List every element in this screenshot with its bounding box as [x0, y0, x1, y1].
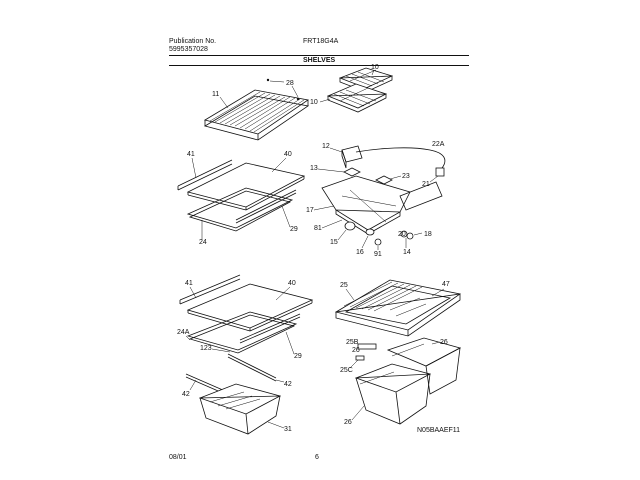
glass-shelf-upper — [177, 159, 306, 232]
callout-23: 23 — [402, 173, 410, 180]
callout-20: 20 — [398, 231, 406, 238]
callout-40-upper: 40 — [284, 151, 292, 158]
crisper-drawer-back — [386, 337, 462, 395]
callout-29-upper: 29 — [290, 226, 298, 233]
crisper-drawer-front — [354, 363, 432, 425]
diagram-code: N05BAAEF11 — [417, 427, 461, 434]
callout-15: 15 — [330, 239, 338, 246]
header-rule-top — [169, 55, 469, 56]
callout-24-upper: 24 — [199, 239, 207, 246]
callout-22A: 22A — [432, 141, 445, 148]
callout-12: 12 — [322, 143, 330, 150]
shelf-pin-bottom — [296, 97, 300, 101]
callout-28: 28 — [286, 80, 294, 87]
callout-25B: 25B — [346, 339, 359, 346]
model-number: FRT18G4A — [303, 38, 339, 45]
callout-18: 18 — [424, 231, 432, 238]
callout-25C: 25C — [340, 367, 353, 374]
callout-13: 13 — [310, 165, 318, 172]
crisper-cover — [334, 279, 462, 337]
ice-maker-assembly — [321, 145, 446, 246]
drawer-stop-25C — [355, 355, 365, 361]
callout-91: 91 — [374, 251, 382, 258]
header-rule-bottom — [169, 65, 469, 66]
callout-10-upper: 10 — [371, 64, 379, 71]
callout-81: 81 — [314, 225, 322, 232]
callout-10-lower: 10 — [310, 99, 318, 106]
callout-25: 25 — [340, 282, 348, 289]
footer-date: 08/01 — [169, 454, 187, 461]
wire-shelf — [203, 89, 310, 141]
section-title: SHELVES — [303, 57, 336, 64]
callout-14: 14 — [403, 249, 411, 256]
callout-26-small: 26 — [352, 347, 360, 354]
callout-29-lower: 29 — [294, 353, 302, 360]
crisper-pan-left — [198, 383, 282, 435]
callout-123: 123 — [200, 345, 212, 352]
glass-shelf-lower — [179, 274, 314, 398]
ice-tray-upper — [338, 67, 394, 93]
callout-41-upper: 41 — [187, 151, 195, 158]
callout-31: 31 — [284, 426, 292, 433]
drawer-slide-25B — [357, 343, 377, 350]
shelf-pin-top — [266, 78, 270, 82]
callout-17: 17 — [306, 207, 314, 214]
callout-41-lower: 41 — [185, 280, 193, 287]
callout-47: 47 — [442, 281, 450, 288]
ice-tray-lower — [326, 83, 388, 113]
publication-label: Publication No. — [169, 38, 217, 45]
callout-42-left: 42 — [182, 391, 190, 398]
callout-40-lower: 40 — [288, 280, 296, 287]
callout-16: 16 — [356, 249, 364, 256]
publication-number: 5995357028 — [169, 46, 208, 53]
callout-21: 21 — [422, 181, 430, 188]
callout-26-right: 26 — [440, 339, 448, 346]
page-number: 6 — [315, 454, 319, 461]
callout-26-bottom: 26 — [344, 419, 352, 426]
callout-11: 11 — [212, 91, 219, 98]
callout-42-right: 42 — [284, 381, 292, 388]
callout-24A: 24A — [177, 329, 190, 336]
